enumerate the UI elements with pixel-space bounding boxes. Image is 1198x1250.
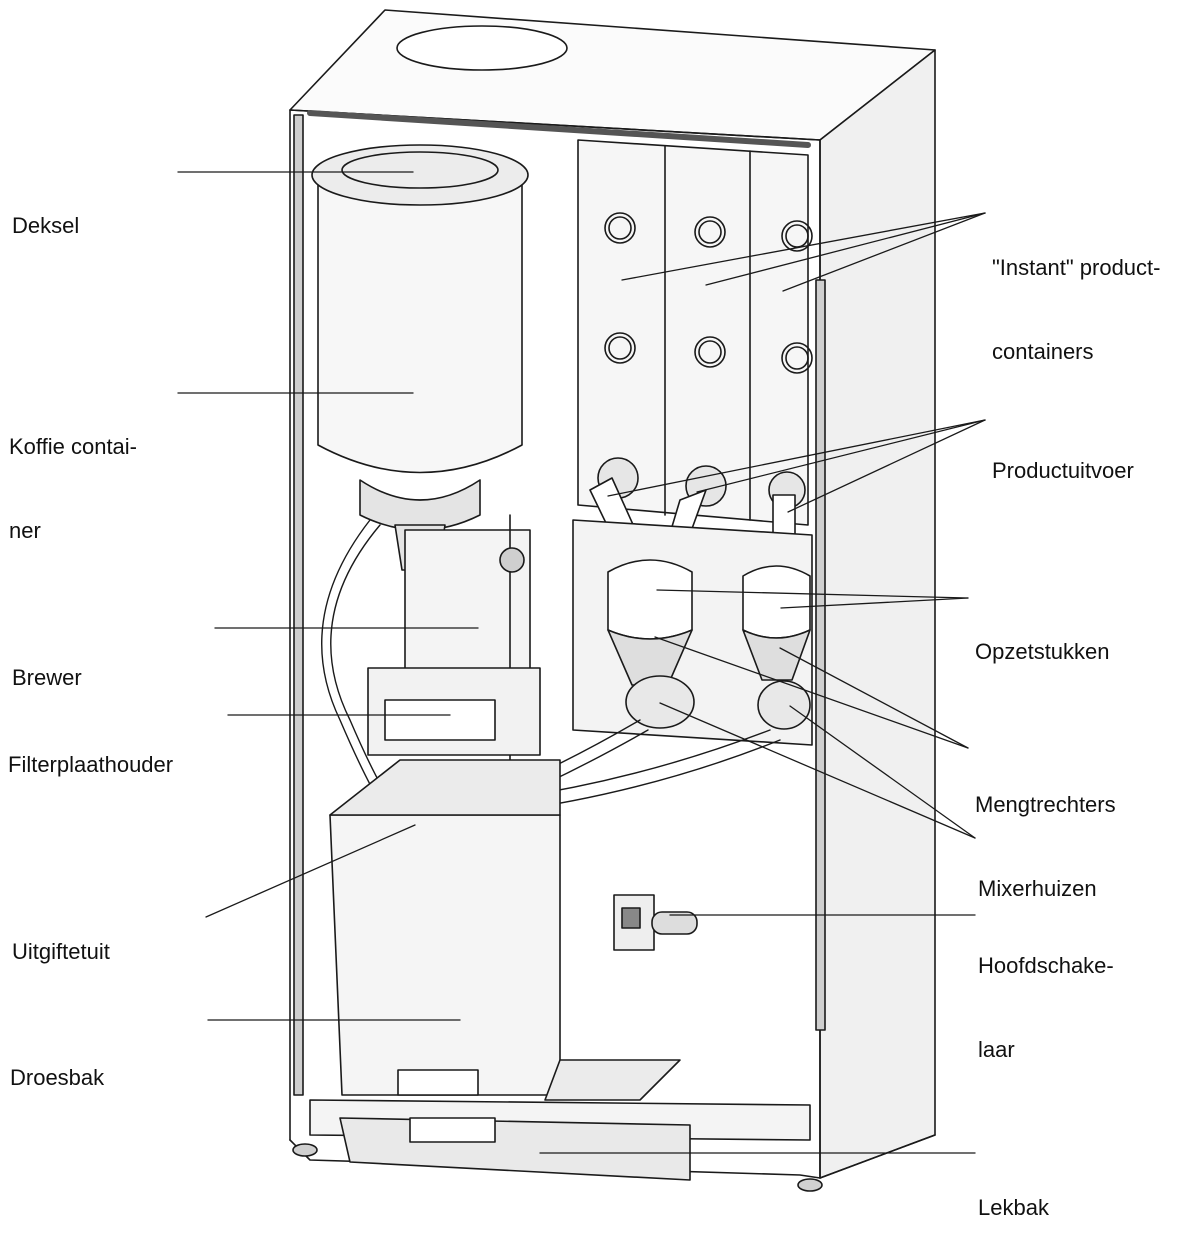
brewer [367, 514, 541, 761]
instant-containers [577, 139, 813, 526]
leader-mixerhuizen-2 [789, 705, 976, 839]
leader-opzetstukken-2 [780, 597, 969, 609]
leader-mengtrechters-1 [654, 636, 969, 749]
leader-productuitvoer-1 [607, 419, 986, 497]
label-brewer: Brewer [12, 665, 82, 690]
label-mixerhuizen: Mixerhuizen [978, 876, 1097, 901]
label-filterplaathouder: Filterplaathouder [8, 752, 174, 777]
leader-productuitvoer-2 [696, 419, 986, 493]
leader-mengtrechters-2 [779, 647, 969, 749]
label-mengtrechters: Mengtrechters [975, 792, 1116, 817]
label-opzetstukken: Opzetstukken [975, 639, 1110, 664]
floor-and-drip-tray [292, 1059, 823, 1192]
leader-opzetstukken-1 [656, 589, 969, 599]
label-instant-containers: "Instant" product- containers [992, 255, 1161, 364]
diagram-stage: Deksel Koffie contai- ner Brewer Filterp… [8, 9, 1161, 1220]
label-deksel: Deksel [12, 213, 80, 238]
leader-productuitvoer-3 [787, 419, 986, 513]
leader-uitgiftetuit [205, 824, 416, 918]
label-droesbak: Droesbak [10, 1065, 105, 1090]
label-lekbak: Lekbak [978, 1195, 1049, 1220]
grounds-bin [329, 759, 561, 1096]
leader-instant-3 [782, 212, 986, 292]
label-hoofdschakelaar: Hoofdschake- laar [978, 953, 1114, 1062]
leader-mixerhuizen-1 [659, 702, 976, 839]
cabinet [289, 9, 936, 1179]
mixing-unit [572, 519, 813, 746]
coffee-container [311, 144, 529, 587]
label-productuitvoer: Productuitvoer [992, 458, 1134, 483]
leader-instant-2 [705, 212, 986, 286]
leader-instant-1 [621, 212, 986, 281]
coffee-machine-drawing [177, 9, 986, 1192]
leader-lines [177, 171, 986, 1154]
label-uitgiftetuit: Uitgiftetuit [12, 939, 110, 964]
main-switch [613, 894, 698, 951]
label-koffie-container: Koffie contai- ner [9, 434, 138, 543]
